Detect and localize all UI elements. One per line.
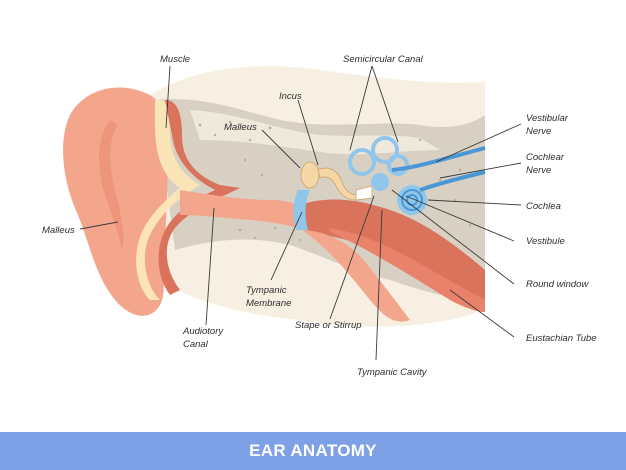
vestibular-nerve-shape: [391, 146, 486, 172]
leader-lines: [79, 65, 522, 361]
label-vestibular-nerve-line1: Vestibular: [526, 113, 569, 124]
cartilage: [136, 99, 200, 300]
title-banner: EAR ANATOMY: [0, 432, 626, 470]
label-malleus-inner: Malleus: [224, 122, 257, 133]
lower-flesh: [305, 230, 410, 322]
label-cochlear-nerve-line1: Cochlear: [526, 152, 565, 163]
tympanic-membrane-shape: [293, 190, 310, 230]
malleus-shape: [300, 161, 320, 189]
label-tympanic-cavity: Tympanic Cavity: [357, 367, 428, 378]
label-incus: Incus: [279, 91, 302, 102]
semicircular-canals: [348, 136, 409, 176]
label-vestibule: Vestibule: [526, 236, 565, 247]
label-semicircular-canal: Semicircular Canal: [343, 54, 424, 65]
label-malleus-outer: Malleus: [42, 225, 75, 236]
label-tympanic-membrane-line1: Tympanic: [246, 285, 287, 296]
cochlear-nerve-shape: [419, 170, 486, 192]
label-muscle: Muscle: [160, 54, 190, 65]
diagram-title: EAR ANATOMY: [249, 441, 377, 460]
eustachian-tube-shape: [330, 228, 485, 312]
label-eustachian-tube: Eustachian Tube: [526, 333, 597, 344]
label-tympanic-membrane-line2: Membrane: [246, 298, 291, 309]
label-cochlear-nerve-line2: Nerve: [526, 165, 551, 176]
label-auditory-canal-line2: Canal: [183, 339, 209, 350]
label-vestibular-nerve-line2: Nerve: [526, 126, 551, 137]
vestibule-shape: [371, 173, 389, 191]
auditory-canal-shape: [180, 190, 305, 230]
label-round-window: Round window: [526, 279, 589, 290]
muscle-layer: [158, 100, 240, 295]
label-cochlea: Cochlea: [526, 201, 561, 212]
pinna-fold: [98, 120, 124, 250]
stapes-shape: [355, 185, 373, 201]
label-stape: Stape or Stirrup: [295, 320, 362, 331]
ear-anatomy-diagram: Muscle Semicircular Canal Incus Malleus …: [42, 54, 597, 378]
label-auditory-canal-line1: Audiotory: [182, 326, 224, 337]
